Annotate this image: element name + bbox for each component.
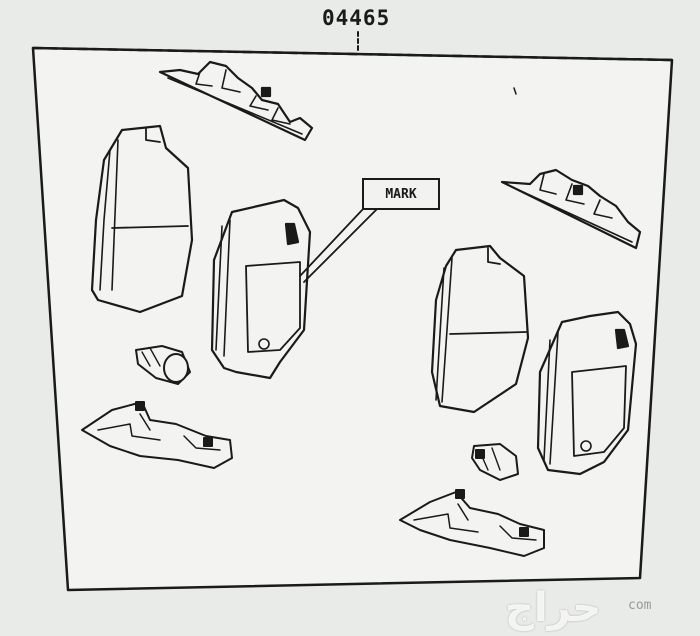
pad-support-spring-right <box>471 443 519 481</box>
frame-dashed-top <box>31 46 674 62</box>
wear-indicator-callout-label: MARK <box>362 178 440 210</box>
pad-support-spring-left <box>135 345 191 385</box>
mark-callout-leader-b <box>303 207 379 283</box>
stray-mark <box>513 87 517 95</box>
brake-pad-outer-left-with-wear-indicator <box>210 198 312 380</box>
assembly-part-number: 04465 <box>322 6 391 30</box>
brake-pad-inner-right <box>430 244 530 414</box>
anti-squeal-shim-upper-right <box>500 168 642 250</box>
brake-pad-inner-left <box>90 124 194 314</box>
site-watermark: حراج <box>505 585 602 631</box>
site-watermark-suffix: com <box>628 598 652 613</box>
brake-pad-outer-right-with-wear-indicator <box>536 310 638 476</box>
anti-squeal-shim-upper-left <box>158 60 314 142</box>
mark-callout-leader-a <box>299 207 365 277</box>
pad-support-plate-right <box>399 489 545 557</box>
pad-support-plate-left <box>81 401 233 469</box>
